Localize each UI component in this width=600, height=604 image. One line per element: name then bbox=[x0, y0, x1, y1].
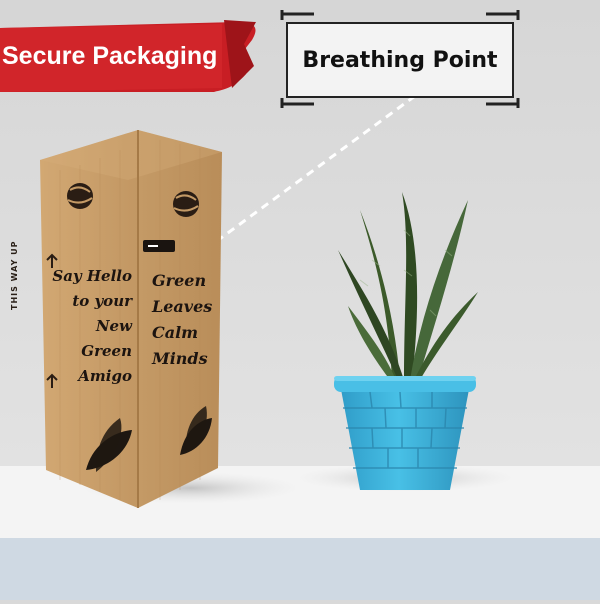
leaf-icon-left bbox=[86, 418, 132, 472]
pointer-line bbox=[209, 94, 416, 248]
this-way-up-label: THIS WAY UP bbox=[10, 240, 19, 310]
box-left-line: Amigo bbox=[78, 367, 132, 385]
box-right-line: Leaves bbox=[152, 297, 213, 316]
box-left-line: Green bbox=[81, 342, 132, 360]
box-right-message: Green Leaves Calm Minds bbox=[152, 268, 214, 372]
box-left-message: Say Hello to your New Green Amigo bbox=[50, 264, 132, 389]
this-way-up-arrows bbox=[46, 253, 58, 388]
callout-brackets bbox=[280, 10, 520, 108]
brand-logo-left bbox=[67, 183, 93, 209]
blue-plant-pot bbox=[334, 376, 476, 490]
brand-logo-right bbox=[173, 191, 199, 217]
floor-strip bbox=[0, 538, 600, 600]
box-right-line: Minds bbox=[152, 349, 208, 368]
leaf-icon-right bbox=[180, 406, 212, 455]
box-left-line: to your bbox=[72, 292, 132, 310]
box-left-line: Say Hello bbox=[52, 267, 132, 285]
callout-title: Breathing Point bbox=[302, 48, 498, 73]
breathing-point-callout: Breathing Point bbox=[286, 22, 514, 98]
snake-plant bbox=[338, 192, 478, 380]
box-left-line: New bbox=[95, 317, 132, 335]
box-right-line: Green bbox=[152, 271, 207, 290]
banner-title: Secure Packaging bbox=[2, 42, 218, 70]
secure-packaging-banner bbox=[0, 20, 256, 92]
breathing-slot bbox=[143, 240, 175, 252]
box-right-line: Calm bbox=[152, 323, 199, 342]
cardboard-box bbox=[40, 130, 222, 508]
